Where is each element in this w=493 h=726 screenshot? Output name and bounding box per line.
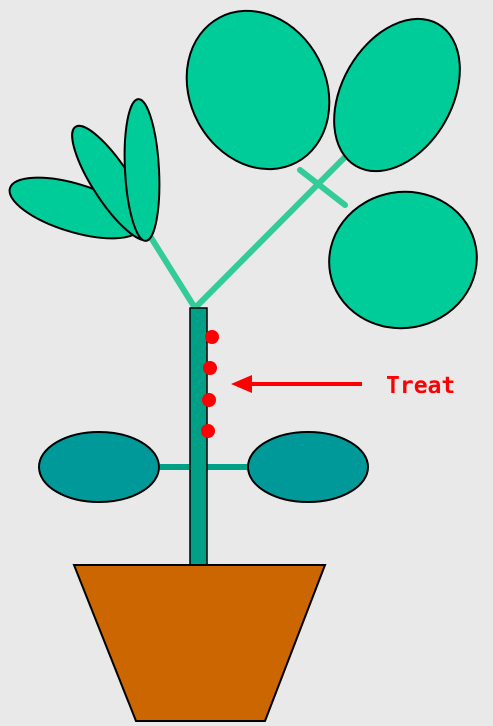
main-stem <box>190 308 207 570</box>
leaf-lower-right <box>248 432 368 502</box>
arrow-head-icon <box>231 375 252 393</box>
flower-pot <box>74 565 325 721</box>
leaf-lower-left <box>39 432 159 502</box>
treatment-dot <box>205 330 219 344</box>
branches <box>145 150 352 308</box>
treatment-arrow <box>231 375 362 393</box>
upper-right-leaves <box>159 0 487 340</box>
treatment-dot <box>203 361 217 375</box>
branch-left <box>145 228 195 308</box>
leaf-top-left <box>159 0 356 194</box>
treatment-dot <box>201 424 215 438</box>
branch-right <box>195 150 352 308</box>
treatment-dot <box>202 393 216 407</box>
treat-label: Treat <box>386 373 455 399</box>
upper-left-leaves <box>3 98 164 251</box>
